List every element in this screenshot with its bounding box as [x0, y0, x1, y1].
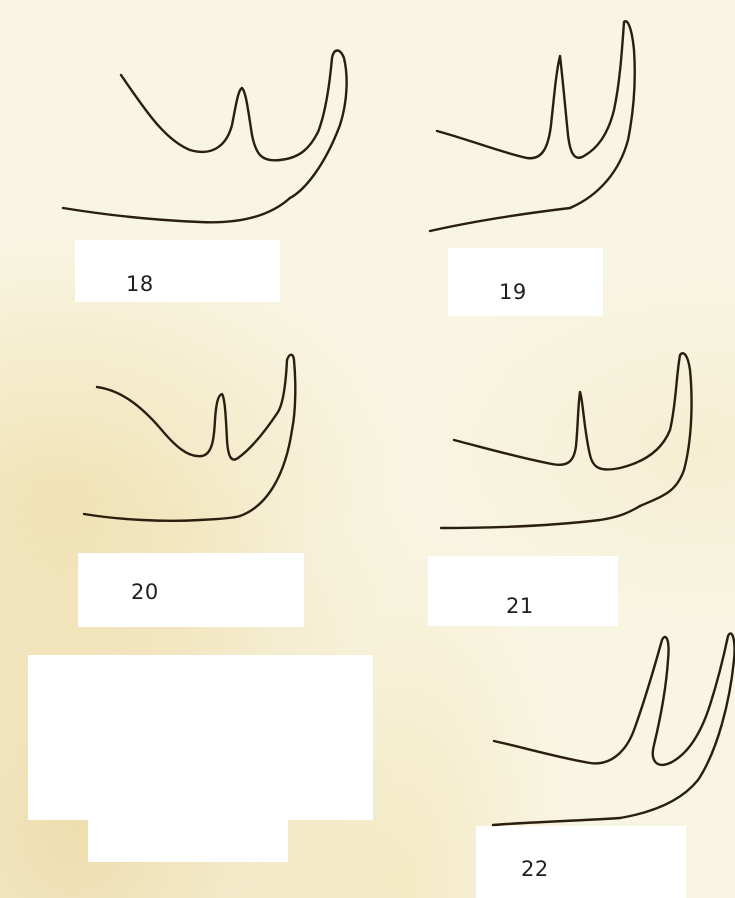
- figure-20-lower-outline: [84, 514, 240, 521]
- figure-22-drawing: [493, 633, 735, 825]
- figure-19-upper-outline: [437, 21, 635, 208]
- figure-21-upper-outline: [454, 353, 692, 506]
- figure-18-drawing: [63, 51, 347, 223]
- figure-22-lower-outline: [493, 818, 620, 825]
- figure-20-drawing: [84, 355, 295, 521]
- figure-21-drawing: [441, 353, 692, 528]
- figure-20-upper-outline: [97, 355, 295, 516]
- figure-21-lower-outline: [441, 506, 640, 528]
- figure-18-upper-outline: [121, 51, 347, 199]
- figure-19-lower-outline: [430, 208, 570, 231]
- figure-19-drawing: [430, 21, 635, 231]
- figure-18-lower-outline: [63, 198, 290, 222]
- figure-22-upper-outline: [494, 633, 735, 818]
